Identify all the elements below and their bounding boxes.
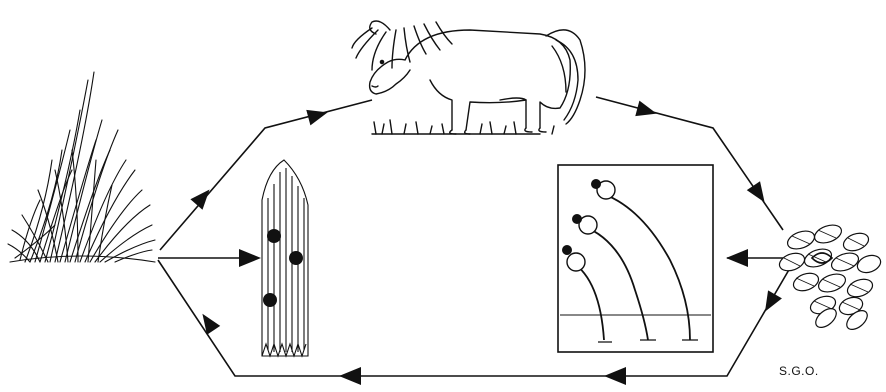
arrow-to-horse — [306, 105, 329, 126]
arrow-up-left — [190, 184, 215, 210]
arrow-bottom-right — [604, 367, 626, 385]
signature: S.G.O. — [779, 364, 819, 378]
arrow-to-blade — [239, 249, 261, 267]
grass-tuft-icon — [8, 72, 155, 262]
arrow-down-right — [758, 290, 782, 315]
arrow-to-spores — [747, 181, 771, 207]
stalked-fungus-icon — [558, 165, 713, 352]
spore-cluster-icon — [777, 222, 883, 333]
grass-blade-icon — [262, 160, 308, 356]
arrow-from-horse — [635, 101, 658, 122]
pony-icon — [352, 21, 585, 134]
arrow-bottom-left — [339, 367, 361, 385]
arrow-to-box — [726, 249, 748, 267]
